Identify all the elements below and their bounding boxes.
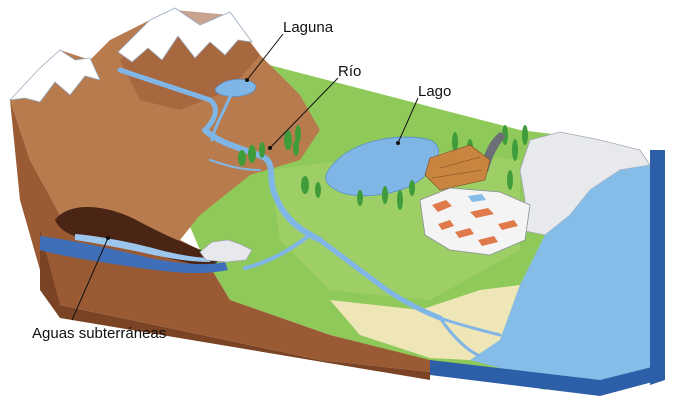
sea-right-edge <box>650 150 665 385</box>
lagoon <box>214 78 257 97</box>
label-lago-text: Lago <box>418 83 451 100</box>
label-rio-text: Río <box>338 63 361 80</box>
river <box>117 67 502 358</box>
sea-surface <box>470 150 660 390</box>
label-lago: Lago <box>396 83 451 145</box>
label-aguas-text: Aguas subterráneas <box>32 325 166 342</box>
fields <box>424 144 491 191</box>
cave <box>55 207 222 268</box>
groundwater <box>40 236 228 274</box>
snow-cap-center <box>117 7 253 63</box>
earth-cross-section <box>10 100 430 372</box>
snow-cap-left <box>8 49 101 103</box>
label-laguna: Laguna <box>245 19 334 82</box>
lake <box>325 136 440 197</box>
groundwater-highlight <box>75 234 212 262</box>
label-rio: Río <box>268 63 361 150</box>
label-laguna-text: Laguna <box>283 19 334 36</box>
sand-beach <box>330 285 520 360</box>
town <box>419 132 531 256</box>
sea <box>430 150 665 396</box>
pool <box>468 194 486 202</box>
roofs <box>432 200 518 246</box>
label-aguas: Aguas subterráneas <box>32 236 166 342</box>
rocks-near-cave <box>199 239 253 263</box>
sea-side <box>430 360 660 396</box>
